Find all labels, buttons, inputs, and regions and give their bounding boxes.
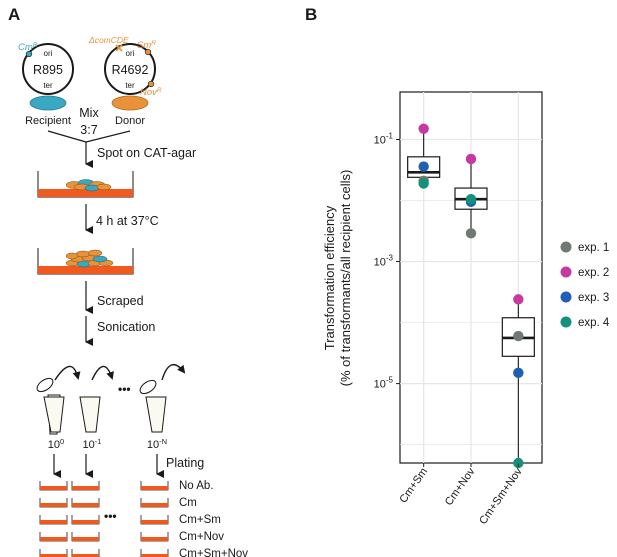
agar-plate bbox=[140, 498, 169, 508]
legend: exp. 1 exp. 2 exp. 3 exp. 4 bbox=[560, 241, 610, 329]
agar-plate bbox=[71, 498, 100, 508]
data-point-exp-2 bbox=[418, 123, 429, 134]
step-sonication-label: Sonication bbox=[97, 320, 155, 334]
data-point-exp-4 bbox=[465, 194, 477, 205]
mix-ratio: 3:7 bbox=[80, 123, 97, 137]
legend-label: exp. 3 bbox=[578, 292, 609, 304]
plasmid-r895: CmR ori R895 ter bbox=[18, 42, 74, 95]
agar-plate bbox=[39, 532, 68, 542]
recipient-label: Recipient bbox=[25, 115, 71, 127]
step-spot-label: Spot on CAT-agar bbox=[97, 146, 196, 160]
sm-marker-label: SmR bbox=[137, 40, 156, 51]
dilution-label-n: 10-N bbox=[147, 437, 167, 451]
agar-plate bbox=[71, 515, 100, 525]
ori-label: ori bbox=[44, 49, 53, 58]
step-scrape-label: Scraped bbox=[97, 294, 144, 308]
agar-plate bbox=[140, 532, 169, 542]
data-points bbox=[418, 123, 524, 469]
plate-label: Cm bbox=[179, 497, 197, 509]
data-point-exp-1 bbox=[513, 330, 524, 342]
ter-label: ter bbox=[125, 81, 135, 90]
data-point-exp-1 bbox=[465, 228, 477, 239]
y-axis-subtitle: (% of transformants/all recipient cells) bbox=[338, 170, 353, 387]
legend-swatch bbox=[560, 316, 572, 328]
dilution-series: ••• bbox=[36, 363, 186, 435]
donor-cell-icon bbox=[111, 95, 149, 111]
agar-plate bbox=[71, 549, 100, 557]
cm-marker-label: CmR bbox=[18, 42, 38, 53]
agar-plate bbox=[140, 515, 169, 525]
step-plating-label: Plating bbox=[166, 456, 204, 470]
plates-ellipsis: ••• bbox=[104, 509, 117, 523]
agar-plate bbox=[71, 481, 100, 491]
data-point-exp-2 bbox=[513, 294, 524, 305]
agar-plate bbox=[39, 515, 68, 525]
data-point-exp-2 bbox=[465, 153, 477, 165]
mix-arrow bbox=[47, 130, 131, 164]
nov-marker-label: NovR bbox=[140, 87, 162, 98]
dilution-label-0: 100 bbox=[48, 437, 64, 451]
data-point-exp-3 bbox=[418, 161, 429, 172]
data-point-exp-4 bbox=[418, 178, 429, 189]
sm-marker-dot bbox=[144, 48, 152, 56]
plate-label: Cm+Sm bbox=[179, 514, 221, 526]
y-axis-title: Transformation efficiency bbox=[322, 205, 337, 350]
agar-dish-1 bbox=[37, 171, 134, 198]
deletion-cross-icon bbox=[115, 44, 123, 52]
plasmid-r4692: ΔcomCDE SmR NovR ori R4692 ter bbox=[88, 35, 162, 98]
legend-swatch bbox=[560, 266, 572, 278]
agar-plate bbox=[39, 498, 68, 508]
plate-label: Cm+Nov bbox=[179, 531, 224, 543]
y-axis-ticks: 10-1 10-3 10-5 bbox=[374, 131, 400, 391]
x-tick-label: Cm+Sm+Nov bbox=[477, 465, 525, 526]
plasmid-r4692-name: R4692 bbox=[112, 63, 149, 77]
recipient-cell-icon bbox=[29, 95, 67, 111]
y-tick-label: 10-5 bbox=[374, 376, 394, 391]
panel-a-label: A bbox=[8, 5, 20, 24]
plate-label: No Ab. bbox=[179, 480, 214, 492]
step-incubate-label: 4 h at 37°C bbox=[96, 214, 159, 228]
agar-plate bbox=[140, 549, 169, 557]
agar-dish-2 bbox=[37, 248, 134, 275]
legend-swatch bbox=[560, 291, 572, 303]
y-tick-label: 10-1 bbox=[374, 131, 394, 146]
legend-label: exp. 1 bbox=[578, 242, 609, 254]
comcde-deletion-label: ΔcomCDE bbox=[88, 35, 129, 45]
legend-label: exp. 2 bbox=[578, 267, 609, 279]
x-tick-label: Cm+Sm bbox=[397, 466, 430, 506]
agar-plate bbox=[140, 481, 169, 491]
nov-marker-dot bbox=[147, 80, 155, 88]
ori-label: ori bbox=[126, 49, 135, 58]
agar-plate bbox=[71, 532, 100, 542]
agar-plate bbox=[39, 549, 68, 557]
dilution-ellipsis: ••• bbox=[118, 382, 131, 396]
plasmid-r895-name: R895 bbox=[33, 63, 63, 77]
y-tick-label: 10-3 bbox=[374, 254, 394, 269]
data-point-exp-3 bbox=[513, 367, 524, 379]
dilution-label-1: 10-1 bbox=[83, 437, 102, 451]
legend-swatch bbox=[560, 241, 572, 253]
plate-label: Cm+Sm+Nov bbox=[179, 548, 248, 557]
x-tick-label: Cm+Nov bbox=[443, 465, 478, 508]
donor-label: Donor bbox=[115, 115, 145, 127]
ter-label: ter bbox=[43, 81, 53, 90]
panel-b-label: B bbox=[305, 5, 317, 24]
mix-label: Mix bbox=[79, 106, 99, 120]
cm-marker-dot bbox=[25, 50, 33, 58]
agar-plate bbox=[39, 481, 68, 491]
legend-label: exp. 4 bbox=[578, 317, 610, 329]
